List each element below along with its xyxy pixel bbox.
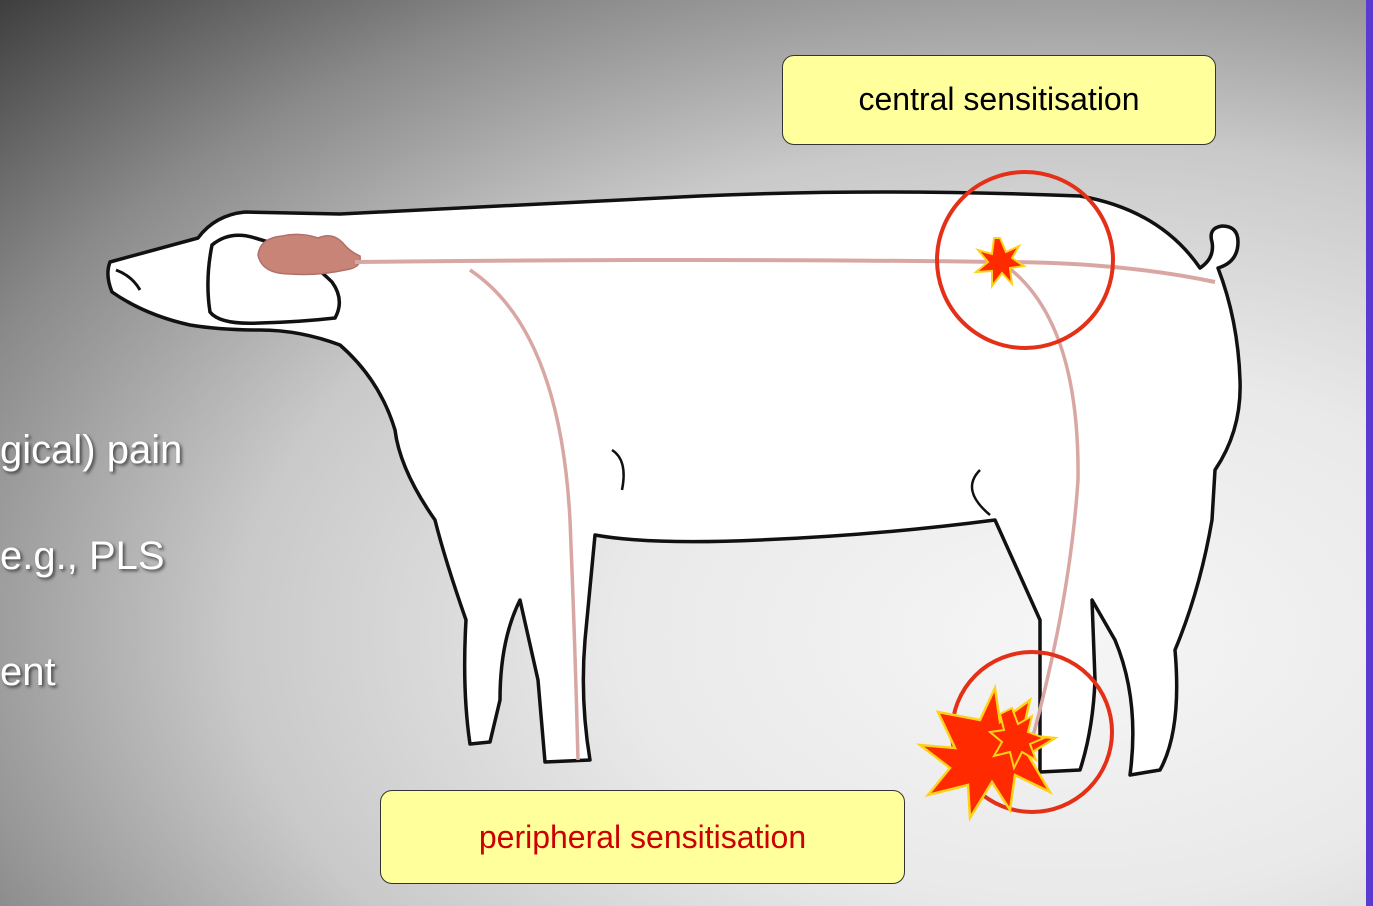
central-sensitisation-callout: central sensitisation: [782, 55, 1216, 145]
peripheral-sensitisation-callout: peripheral sensitisation: [380, 790, 905, 884]
